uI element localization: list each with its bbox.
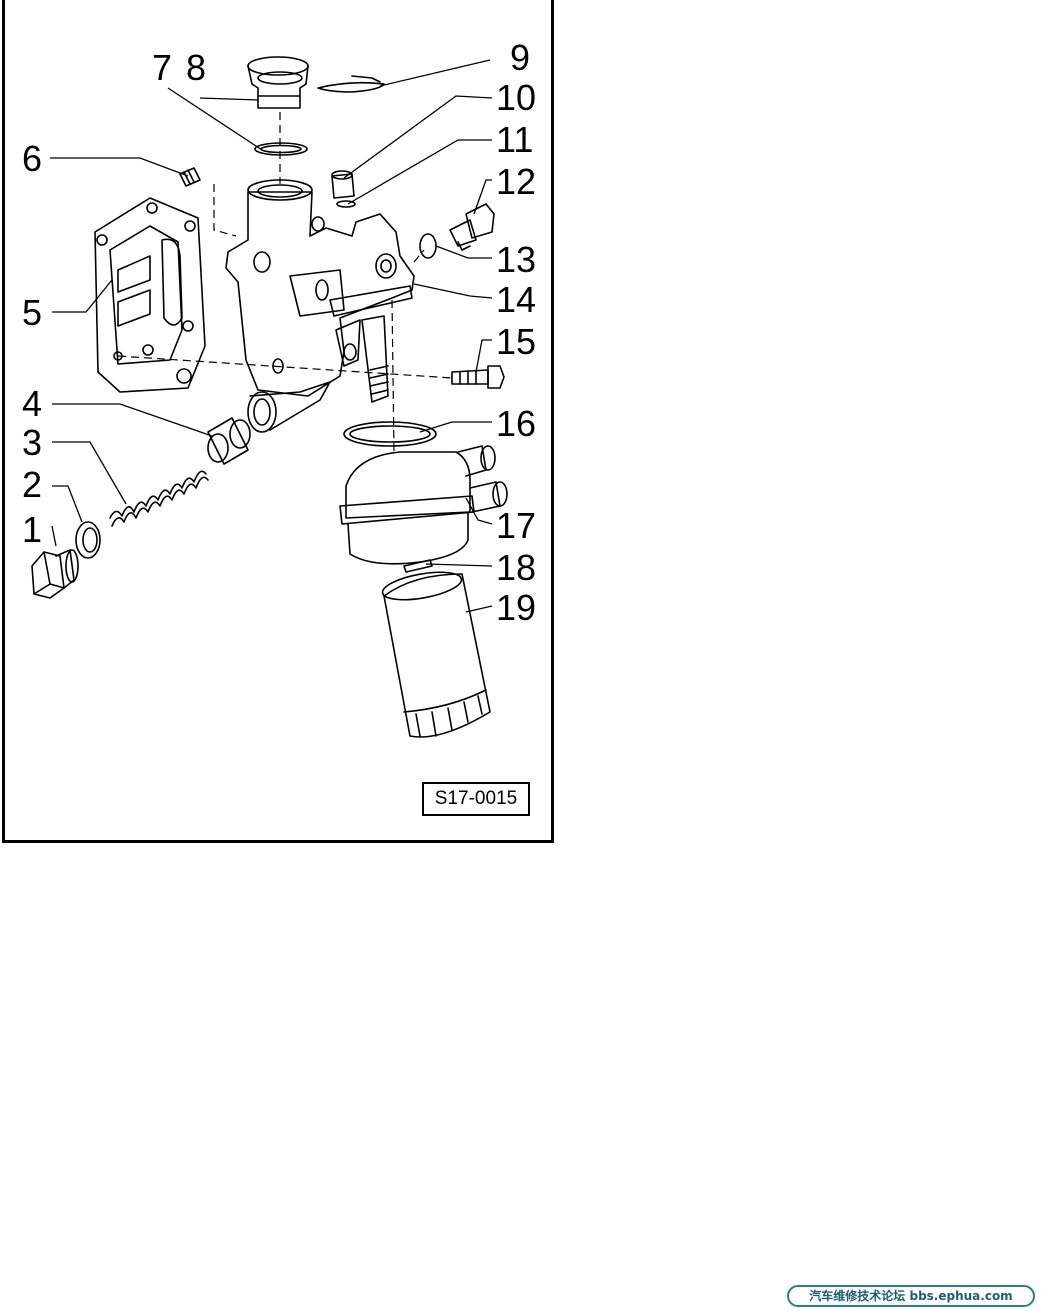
leader-line [435,245,492,259]
callout-3: 3 [22,422,42,463]
screw-plug-part [331,170,355,199]
callout-2: 2 [22,464,42,505]
callout-13: 13 [496,239,536,280]
leader-line [167,87,263,151]
oil-pressure-switch-part [449,203,495,251]
oil-filter-part [381,571,491,738]
callout-9: 9 [510,37,530,78]
callout-15: 15 [496,321,536,362]
filter-seal-part [403,559,433,573]
callout-14: 14 [496,279,536,320]
leader-line [50,157,189,177]
retaining-ring-part [75,521,101,559]
forum-watermark: 汽车维修技术论坛 bbs.ephua.com [787,1285,1035,1307]
oil-cooler-part [339,445,508,565]
leader-line [465,497,493,525]
bolt-part [451,365,505,389]
callout-5: 5 [22,292,42,333]
threaded-plug-part [179,167,201,187]
leader-line [199,97,259,101]
assembly-axes [117,112,453,453]
leader-line [52,279,113,313]
leader-line [347,139,492,205]
small-seal-part [336,200,356,208]
oil-cooler-seal-part [343,421,437,447]
diagram-frame [2,0,554,843]
callout-4: 4 [22,383,42,424]
o-ring-part [419,233,437,259]
leader-line [52,441,127,505]
circlip-part [317,75,385,93]
leader-line [425,563,493,567]
callout-19: 19 [496,587,536,628]
callout-10: 10 [496,77,536,118]
callout-7: 7 [152,47,172,88]
callout-6: 6 [22,138,42,179]
callout-11: 11 [496,119,533,160]
leader-line [52,485,83,523]
assembly-axis [213,184,237,237]
leader-line [465,605,493,613]
leader-line [343,95,493,179]
leader-line [379,59,491,87]
spring-part [109,470,209,527]
callout-8: 8 [186,47,206,88]
leader-line [51,525,57,547]
cover-cap-part [247,56,309,109]
seal-ring-part [254,142,308,156]
oil-filter-housing-part [225,179,415,433]
callout-18: 18 [496,547,536,588]
callout-12: 12 [496,161,536,202]
valve-piston-part [207,417,251,465]
assembly-axis [413,249,425,263]
gasket-plate-part [94,197,206,393]
callout-16: 16 [496,403,536,444]
callout-17: 17 [496,505,536,546]
assembly-axis [117,355,453,379]
leader-line [413,283,493,299]
callout-1: 1 [22,509,42,550]
leader-line [52,403,213,437]
leader-line [473,179,492,215]
assembly-axis [391,299,395,453]
leader-line [475,339,492,373]
leader-line [419,421,492,433]
drain-plug-part [31,549,79,599]
figure-code-label: S17-0015 [422,782,530,816]
leader-lines [50,59,493,613]
